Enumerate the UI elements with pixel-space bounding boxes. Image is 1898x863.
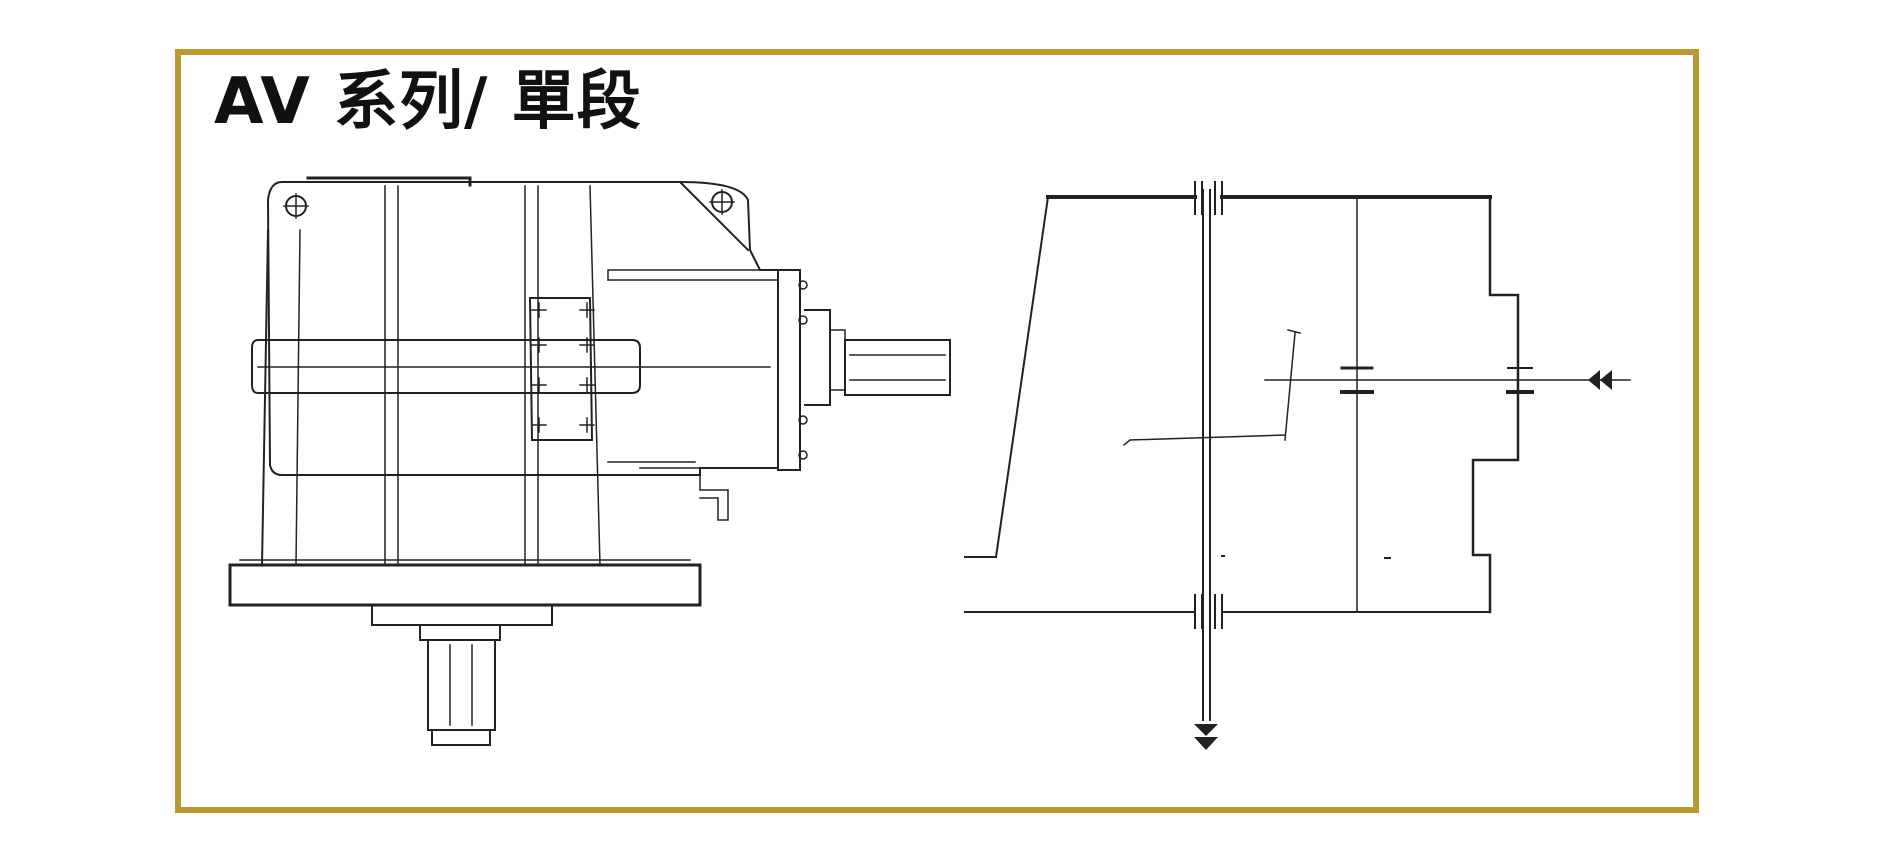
flange-bolts	[798, 280, 808, 460]
input-shaft-key	[849, 354, 946, 381]
housing-rib-5	[589, 185, 601, 566]
gearbox-base	[228, 563, 702, 607]
housing-left-inner	[295, 229, 301, 566]
gear-transmission-schematic	[964, 181, 1631, 750]
housing-left-wall	[260, 228, 270, 567]
bolt-plate	[528, 297, 594, 441]
output-collar	[419, 624, 501, 641]
bearing-housing	[607, 279, 779, 463]
input-shaft	[844, 339, 951, 396]
output-shaft	[427, 639, 496, 731]
housing-chamfer	[678, 180, 750, 252]
input-flange	[777, 269, 801, 471]
schematic-left-wall	[994, 195, 1050, 559]
output-shaft-tip	[431, 729, 491, 746]
vertical-output-shaft	[1202, 189, 1211, 721]
top-bearing-icon	[1194, 181, 1223, 215]
flange-collar-inner	[829, 329, 846, 391]
output-shaft-key	[449, 644, 473, 726]
bevel-gear-icon	[1122, 332, 1296, 447]
bevel-gear-tick	[1287, 329, 1301, 334]
bottom-bearing-icon	[1194, 594, 1223, 629]
bearing-housing-step	[607, 269, 761, 281]
bolt-plate-bolts	[531, 302, 595, 433]
flange-collar	[804, 309, 831, 406]
output-arrow-icon	[1194, 724, 1218, 750]
gearbox-side-view	[228, 176, 951, 746]
input-arrow-icon	[1588, 370, 1612, 390]
shaft-band	[251, 339, 641, 394]
housing-lower-lobe	[639, 467, 729, 521]
output-mount	[371, 604, 553, 626]
schematic-right-wall	[1471, 195, 1520, 614]
bolt-hole-right-icon	[709, 189, 735, 215]
bolt-hole-left-icon	[283, 193, 309, 219]
page-title: AV 系列/ 單段	[214, 65, 642, 139]
gearbox-housing	[266, 181, 779, 476]
